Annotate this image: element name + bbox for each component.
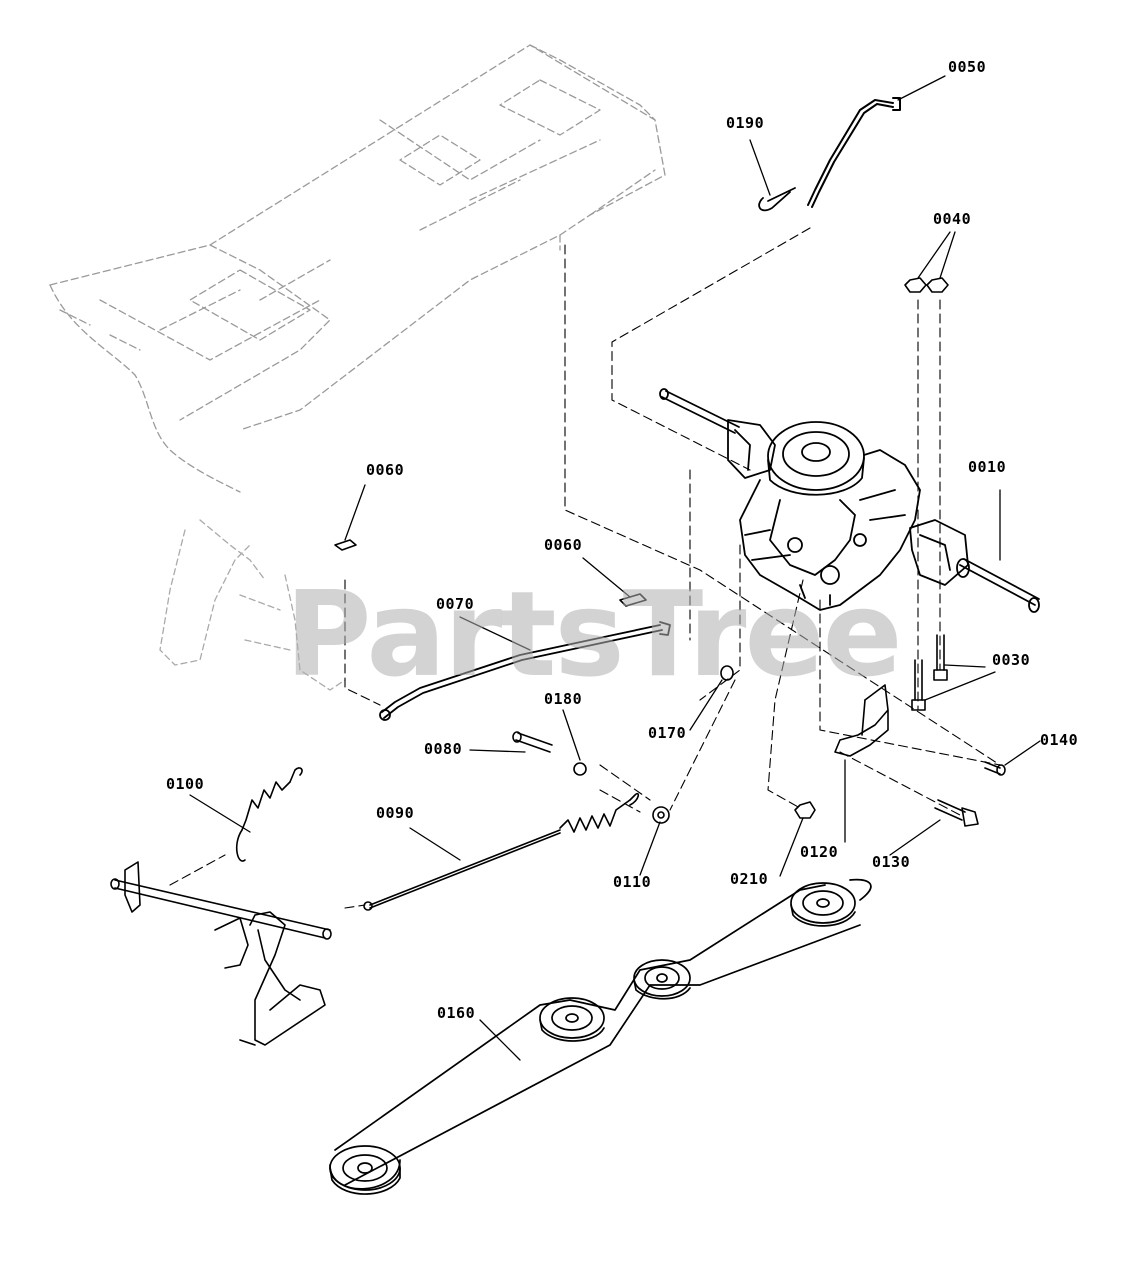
assembly-lines <box>169 227 1001 909</box>
spacer-0110 <box>652 806 670 824</box>
callout-0010[interactable]: 0010 <box>968 458 1007 476</box>
clip-0060-left <box>334 539 357 551</box>
callout-0140[interactable]: 0140 <box>1040 731 1079 749</box>
control-rod <box>379 621 671 721</box>
callout-0180[interactable]: 0180 <box>544 690 583 708</box>
callout-0110[interactable]: 0110 <box>613 873 652 891</box>
idler-bracket <box>834 684 889 757</box>
callout-0120[interactable]: 0120 <box>800 843 839 861</box>
screw <box>984 761 1006 776</box>
callout-0160[interactable]: 0160 <box>437 1004 476 1022</box>
callout-0170[interactable]: 0170 <box>648 724 687 742</box>
spacer-0170 <box>720 665 734 681</box>
brake-rod <box>363 792 640 911</box>
idler-pulleys <box>329 882 856 1195</box>
callout-0130[interactable]: 0130 <box>872 853 911 871</box>
hex-nuts <box>904 277 949 293</box>
tractor-frame <box>49 44 666 493</box>
clip-0060-right <box>619 593 647 607</box>
hair-pin-clip <box>758 187 796 212</box>
carriage-bolt <box>934 799 979 827</box>
callout-0190[interactable]: 0190 <box>726 114 765 132</box>
callout-0100[interactable]: 0100 <box>166 775 205 793</box>
callout-0030[interactable]: 0030 <box>992 651 1031 669</box>
callout-0040[interactable]: 0040 <box>933 210 972 228</box>
shoulder-bolt <box>512 731 553 753</box>
long-bolts <box>911 634 948 711</box>
callout-0060-upper[interactable]: 0060 <box>366 461 405 479</box>
shift-rod <box>807 97 901 208</box>
brake-pedal-assembly <box>110 861 332 1046</box>
callout-0210[interactable]: 0210 <box>730 870 769 888</box>
extension-spring <box>235 767 303 862</box>
transaxle <box>659 388 1040 613</box>
callout-0050[interactable]: 0050 <box>948 58 987 76</box>
callout-0070[interactable]: 0070 <box>436 595 475 613</box>
nut-0210 <box>794 801 816 819</box>
leader-lines <box>189 75 1041 1061</box>
frame-bracket <box>159 519 346 691</box>
v-belt <box>329 878 872 1190</box>
watermark-text: PartsTree <box>285 565 903 703</box>
callout-0090[interactable]: 0090 <box>376 804 415 822</box>
callout-0080[interactable]: 0080 <box>424 740 463 758</box>
callout-0060-lower[interactable]: 0060 <box>544 536 583 554</box>
washer-0180 <box>573 762 587 776</box>
